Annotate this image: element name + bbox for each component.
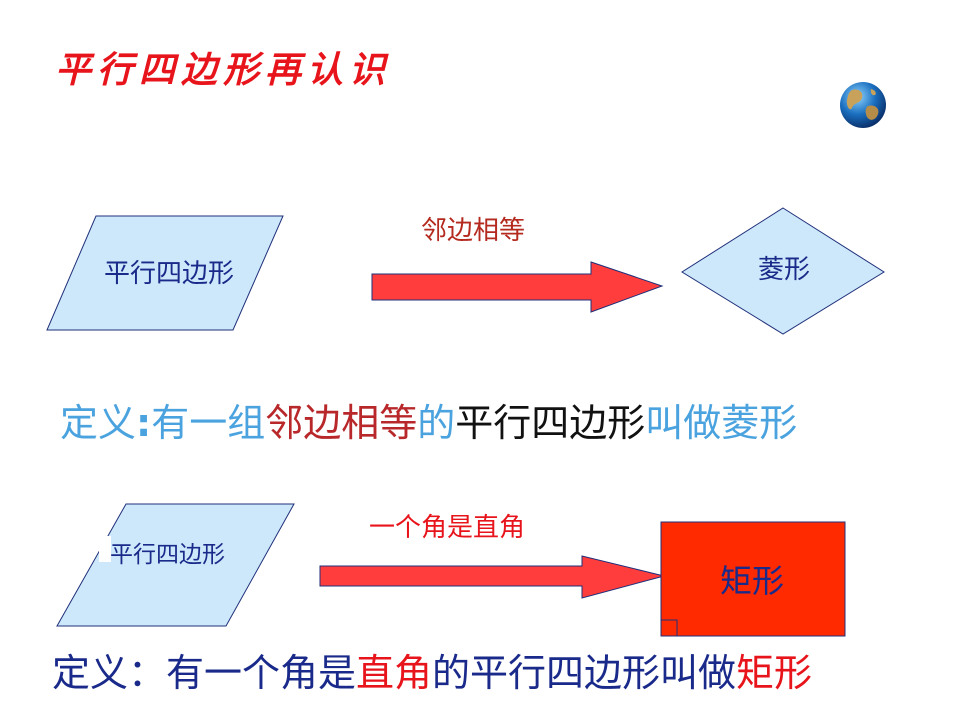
arrow-2 [319, 555, 665, 599]
def1-seg: 平行四边形 [455, 401, 646, 445]
right-angle-mark [661, 619, 678, 636]
globe-icon [840, 82, 886, 128]
def1-seg: 叫做菱形 [645, 401, 798, 445]
arrow-1 [371, 261, 664, 313]
parallelogram-shape-2 [56, 503, 295, 627]
rectangle-shape [660, 521, 846, 637]
rhombus-label: 菱形 [758, 255, 811, 285]
def2-seg: 矩形 [736, 651, 813, 695]
def1-seg: 的 [417, 401, 456, 445]
def2-seg: 的平行四边形叫做 [432, 651, 737, 695]
parallelogram-label-1: 平行四边形 [104, 259, 235, 289]
rectangle-label: 矩形 [720, 562, 785, 600]
arrow-label-2: 一个角是直角 [369, 513, 526, 543]
def2-seg: 定义：有一个角是 [52, 651, 357, 695]
rhombus-shape [681, 207, 885, 335]
def1-seg: : [136, 401, 152, 445]
definition-rectangle: 定义：有一个角是直角的平行四边形叫做矩形 [52, 654, 812, 692]
parallelogram-label-2: 平行四边形 [110, 542, 225, 568]
white-label-box [99, 536, 111, 562]
definition-rhombus: 定义:有一组邻边相等的平行四边形叫做菱形 [60, 404, 797, 442]
arrow-label-1: 邻边相等 [421, 216, 526, 246]
def1-seg: 邻边相等 [265, 401, 418, 445]
def1-seg: 定义 [60, 401, 137, 445]
page-title: 平行四边形再认识 [55, 49, 392, 91]
def2-seg: 直角 [356, 651, 433, 695]
def1-seg: 有一组 [151, 401, 266, 445]
parallelogram-shape-1 [46, 215, 284, 331]
